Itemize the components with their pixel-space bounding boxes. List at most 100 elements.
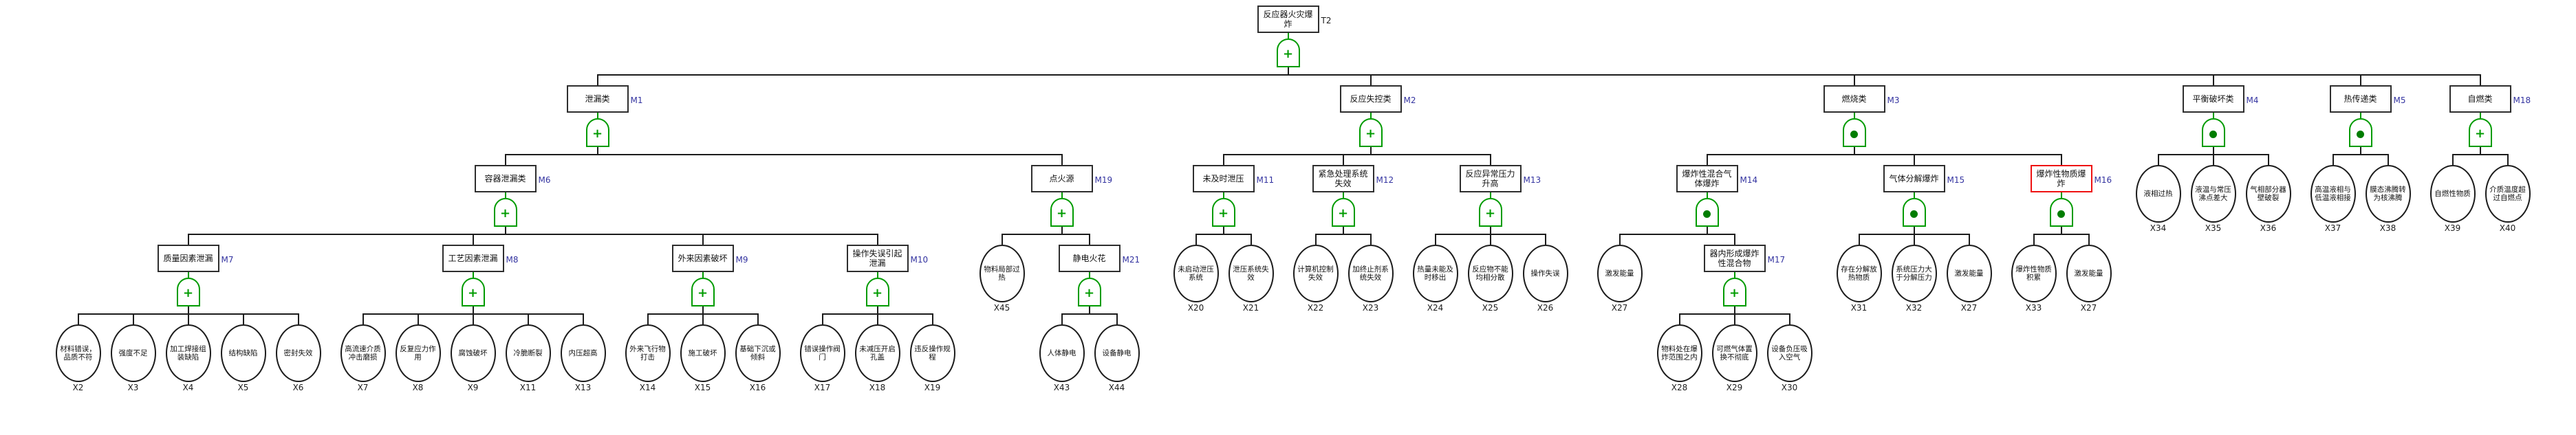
event-box-m16[interactable]: 爆炸性物质爆炸	[2030, 165, 2092, 192]
or-gate-icon[interactable]: +	[493, 198, 517, 227]
and-gate-icon[interactable]	[2201, 118, 2225, 147]
basic-event-circle-x15[interactable]: 施工破坏	[680, 324, 726, 382]
basic-event-circle-x37[interactable]: 高温液相与低温液相接	[2310, 165, 2356, 223]
basic-event-circle-x33[interactable]: 爆炸性物质积累	[2011, 245, 2057, 302]
and-gate-icon[interactable]	[1695, 198, 1719, 227]
or-gate-plus: +	[182, 286, 194, 300]
basic-event-circle-x36[interactable]: 气相部分器壁破裂	[2245, 165, 2291, 223]
or-gate-icon[interactable]: +	[1276, 38, 1300, 67]
event-box-m9[interactable]: 外来因素破坏	[671, 245, 734, 272]
and-gate-icon[interactable]	[1842, 118, 1866, 147]
basic-event-circle-x28[interactable]: 物料处在爆炸范围之内	[1656, 324, 1702, 382]
basic-event-circle-x39[interactable]: 自燃性物质	[2429, 165, 2476, 223]
basic-event-circle-x11[interactable]: 冷脆断裂	[505, 324, 551, 382]
event-box-m10[interactable]: 操作失误引起泄漏	[846, 245, 909, 272]
event-box-m17[interactable]: 器内形成爆炸性混合物	[1703, 245, 1766, 272]
basic-event-circle-x3[interactable]: 强度不足	[110, 324, 156, 382]
event-label: 泄漏类	[585, 93, 610, 104]
event-box-m4[interactable]: 平衡破坏类	[2182, 85, 2244, 113]
basic-event-circle-x9[interactable]: 腐蚀破坏	[450, 324, 496, 382]
basic-event-circle-x32[interactable]: 系统压力大于分解压力	[1891, 245, 1937, 302]
basic-event-circle-x38[interactable]: 膜态沸腾转为核沸腾	[2365, 165, 2411, 223]
basic-event-circle-x24[interactable]: 热量未能及时移出	[1412, 245, 1458, 302]
event-box-m7[interactable]: 质量因素泄漏	[157, 245, 219, 272]
event-box-m5[interactable]: 热传递类	[2329, 85, 2392, 113]
basic-event-circle-x4[interactable]: 加工焊接组装缺陷	[165, 324, 211, 382]
node-row-x8: 反复应力作用	[395, 324, 441, 382]
and-gate-icon[interactable]	[2049, 198, 2073, 227]
basic-event-circle-x30[interactable]: 设备负压吸入空气	[1766, 324, 1812, 382]
or-gate-icon[interactable]: +	[2468, 118, 2492, 147]
event-box-t2[interactable]: 反应器火灾爆炸	[1257, 5, 1319, 33]
basic-event-circle-x35[interactable]: 液温与常压沸点差大	[2190, 165, 2236, 223]
basic-event-circle-x27[interactable]: 激发能量	[1597, 245, 1643, 302]
or-gate-icon[interactable]: +	[1478, 198, 1502, 227]
event-box-m1[interactable]: 泄漏类	[566, 85, 629, 113]
node-row-x28: 物料处在爆炸范围之内	[1656, 324, 1702, 382]
and-gate-icon[interactable]	[2348, 118, 2372, 147]
node-row-x26: 操作失误	[1522, 245, 1568, 302]
event-label: 点火源	[1049, 173, 1074, 183]
basic-event-circle-x26[interactable]: 操作失误	[1522, 245, 1568, 302]
event-box-m19[interactable]: 点火源	[1030, 165, 1093, 192]
basic-event-circle-x2[interactable]: 材料错误，品质不符	[55, 324, 101, 382]
basic-event-circle-x27[interactable]: 激发能量	[1946, 245, 1992, 302]
basic-event-label: 反应物不能均相分散	[1472, 265, 1508, 282]
event-box-m2[interactable]: 反应失控类	[1339, 85, 1402, 113]
event-box-m8[interactable]: 工艺因素泄漏	[442, 245, 504, 272]
or-gate-icon[interactable]: +	[461, 278, 485, 306]
basic-event-circle-x17[interactable]: 错误操作阀门	[799, 324, 845, 382]
basic-event-label: 爆炸性物质积累	[2015, 265, 2052, 282]
or-gate-icon[interactable]: +	[1359, 118, 1383, 147]
basic-event-circle-x31[interactable]: 存在分解放热物质	[1836, 245, 1882, 302]
basic-event-circle-x7[interactable]: 高流速介质冲击磨损	[340, 324, 386, 382]
basic-event-circle-x19[interactable]: 违反操作规程	[909, 324, 955, 382]
or-gate-icon[interactable]: +	[176, 278, 200, 306]
basic-event-circle-x40[interactable]: 介质温度超过自燃点	[2485, 165, 2531, 223]
event-box-m21[interactable]: 静电火花	[1058, 245, 1121, 272]
basic-event-circle-x16[interactable]: 基础下沉或倾斜	[735, 324, 781, 382]
or-gate-icon[interactable]: +	[1331, 198, 1355, 227]
event-box-m13[interactable]: 反应异常压力升高	[1459, 165, 1522, 192]
gate-connector	[2359, 113, 2361, 118]
gate-connector	[1913, 227, 1915, 234]
basic-event-circle-x29[interactable]: 可燃气体置换不彻底	[1711, 324, 1757, 382]
basic-event-circle-x8[interactable]: 反复应力作用	[395, 324, 441, 382]
basic-event-circle-x44[interactable]: 设备静电	[1094, 324, 1140, 382]
or-gate-icon[interactable]: +	[1077, 278, 1101, 306]
basic-event-circle-x5[interactable]: 结构缺陷	[220, 324, 266, 382]
or-gate-icon[interactable]: +	[585, 118, 609, 147]
basic-event-circle-x14[interactable]: 外来飞行物打击	[625, 324, 671, 382]
basic-event-circle-x6[interactable]: 密封失效	[275, 324, 321, 382]
or-gate-icon[interactable]: +	[865, 278, 889, 306]
basic-event-circle-x21[interactable]: 泄压系统失效	[1228, 245, 1274, 302]
event-box-m12[interactable]: 紧急处理系统失效	[1312, 165, 1374, 192]
node-row-x39: 自燃性物质	[2429, 165, 2476, 223]
event-box-m14[interactable]: 爆炸性混合气体爆炸	[1676, 165, 1738, 192]
basic-event-circle-x43[interactable]: 人体静电	[1039, 324, 1085, 382]
basic-event-circle-x45[interactable]: 物料局部过热	[979, 245, 1025, 302]
or-gate-icon[interactable]: +	[1211, 198, 1235, 227]
event-box-m11[interactable]: 未及时泄压	[1192, 165, 1255, 192]
basic-event-circle-x23[interactable]: 加终止剂系统失效	[1347, 245, 1394, 302]
event-box-m15[interactable]: 气体分解爆炸	[1883, 165, 1945, 192]
or-gate-icon[interactable]: +	[1722, 278, 1746, 306]
event-box-m18[interactable]: 自燃类	[2449, 85, 2511, 113]
or-gate-plus: +	[1484, 206, 1496, 221]
event-box-m6[interactable]: 容器泄漏类	[474, 165, 537, 192]
and-gate-icon[interactable]	[1902, 198, 1926, 227]
or-gate-icon[interactable]: +	[1050, 198, 1074, 227]
basic-event-circle-x20[interactable]: 未启动泄压系统	[1173, 245, 1219, 302]
basic-event-circle-x27[interactable]: 激发能量	[2066, 245, 2112, 302]
or-gate-icon[interactable]: +	[691, 278, 715, 306]
node-row-x7: 高流速介质冲击磨损	[340, 324, 386, 382]
basic-event-circle-x34[interactable]: 液相过热	[2135, 165, 2181, 223]
basic-event-circle-x13[interactable]: 内压超高	[560, 324, 606, 382]
event-box-m3[interactable]: 燃烧类	[1823, 85, 1885, 113]
gate-connector	[472, 272, 474, 278]
basic-event-circle-x25[interactable]: 反应物不能均相分散	[1467, 245, 1513, 302]
basic-event-circle-x18[interactable]: 未减压开启孔盖	[854, 324, 900, 382]
basic-event-circle-x22[interactable]: 计算机控制失效	[1292, 245, 1339, 302]
